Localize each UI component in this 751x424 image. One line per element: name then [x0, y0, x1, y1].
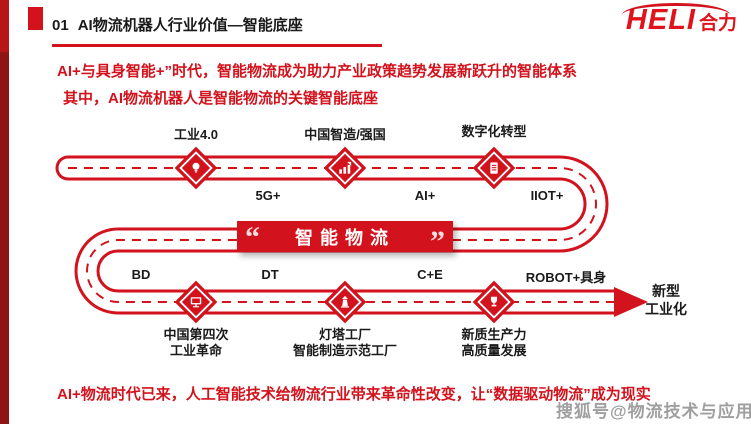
milestone-diamond — [472, 146, 516, 190]
milestone-label-new-productivity: 新质生产力 高质量发展 — [461, 327, 526, 360]
slide-number: 01 — [52, 17, 69, 34]
intro-line-2: 其中，AI物流机器人是智能物流的关键智能底座 — [63, 90, 379, 107]
arrow-icon — [614, 287, 648, 317]
logo-chinese-name: 合力 — [698, 13, 737, 35]
intro-line-1: AI+与具身智能+”时代，智能物流成为助力产业政策趋势发展新跃升的智能体系 — [57, 63, 578, 80]
road-label-bd: BD — [131, 267, 151, 282]
road-label-ce: C+E — [417, 267, 443, 282]
logo-swoosh-icon — [621, 3, 730, 15]
milestone-label-industry40: 工业4.0 — [173, 127, 219, 142]
milestone-diamond — [174, 146, 218, 190]
label-line: 高质量发展 — [461, 343, 527, 359]
trophy-icon — [487, 295, 501, 309]
footer-statement: AI+物流时代已来，人工智能技术给物流行业带来革命性改变，让“数据驱动物流”成为… — [57, 386, 651, 403]
page-title: 01 AI物流机器人行业价值—智能底座 — [52, 14, 303, 35]
road-label-robot: ROBOT+具身 — [525, 270, 607, 285]
label-line: 智能制造示范工厂 — [292, 343, 398, 359]
road-label-iiot: IIOT+ — [530, 188, 564, 203]
lightbulb-icon — [189, 161, 203, 175]
monitor-icon — [189, 295, 203, 309]
banner-text: 智能物流 — [295, 227, 395, 248]
milestone-diamond — [323, 280, 367, 324]
road-label-5g: 5G+ — [255, 188, 281, 203]
open-quote-icon: “ — [245, 221, 260, 254]
milestone-label-fourth-revolution: 中国第四次 工业革命 — [163, 327, 228, 360]
close-quote-icon: ” — [430, 225, 445, 258]
milestone-diamond — [472, 280, 516, 324]
milestone-label-digital-transformation: 数字化转型 — [461, 124, 527, 139]
label-line: 工业革命 — [169, 343, 223, 359]
label-line: 工业化 — [645, 300, 687, 317]
milestone-label-china-manufacturing: 中国智造/强国 — [304, 127, 386, 142]
end-label-new-industrialization: 新型 工业化 — [645, 283, 687, 318]
label-line: 新质生产力 — [461, 327, 527, 342]
lighthouse-icon — [338, 295, 352, 309]
left-edge-strip — [0, 0, 9, 424]
heli-logo: HELI 合力 — [621, 3, 737, 35]
smart-logistics-banner: “ 智能物流 ” — [237, 221, 453, 257]
watermark: 搜狐号@物流技术与应用 — [556, 402, 751, 421]
document-icon — [487, 161, 501, 175]
road-label-dt: DT — [261, 267, 279, 282]
title-underline — [52, 44, 382, 47]
header-accent-square — [28, 7, 43, 30]
road-label-ai: AI+ — [414, 188, 436, 203]
milestone-diamond — [323, 146, 367, 190]
label-line: 灯塔工厂 — [318, 327, 372, 342]
milestone-diamond — [174, 280, 218, 324]
milestone-label-lighthouse-factory: 灯塔工厂 智能制造示范工厂 — [293, 327, 397, 360]
slide-title: AI物流机器人行业价值—智能底座 — [77, 17, 303, 34]
label-line: 中国第四次 — [163, 327, 229, 342]
bar-chart-icon — [338, 161, 352, 175]
label-line: 新型 — [652, 283, 680, 299]
